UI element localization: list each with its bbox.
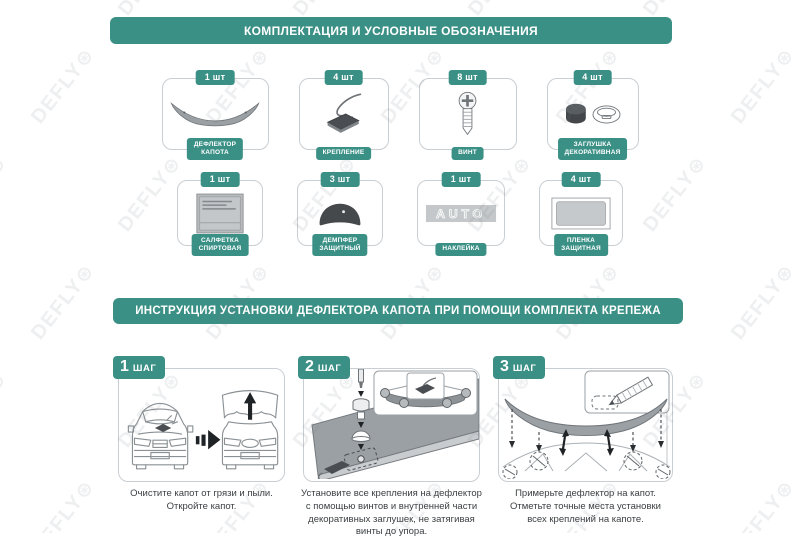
qty-badge: 3 шт bbox=[320, 172, 360, 187]
qty-badge: 4 шт bbox=[573, 70, 612, 85]
step-number: 2 bbox=[305, 358, 314, 375]
parts-row-1: 1 шт ДЕФЛЕКТОР КАПОТА 4 шт КРЕПЛЕНИЕ bbox=[0, 70, 800, 160]
step-word: ШАГ bbox=[132, 363, 157, 374]
step-2-badge: 2 ШАГ bbox=[298, 356, 351, 379]
step-3: 3 ШАГ bbox=[493, 356, 673, 525]
part-label: ДЕФЛЕКТОР КАПОТА bbox=[186, 138, 244, 160]
step-word: ШАГ bbox=[317, 363, 342, 374]
clamp-icon bbox=[321, 91, 367, 137]
auto-sticker-icon: AUTO bbox=[425, 204, 497, 223]
step-2-illustration bbox=[303, 368, 480, 482]
part-card-hood-deflector: 1 шт ДЕФЛЕКТОР КАПОТА bbox=[161, 70, 269, 160]
step-word: ШАГ bbox=[512, 363, 537, 374]
auto-sticker-text: AUTO bbox=[436, 207, 486, 221]
part-card-clamp: 4 шт КРЕПЛЕНИЕ bbox=[298, 70, 389, 160]
qty-badge: 1 шт bbox=[441, 172, 481, 187]
qty-badge: 1 шт bbox=[200, 172, 240, 187]
part-label: НАКЛЕЙКА bbox=[435, 242, 487, 256]
qty-badge: 4 шт bbox=[561, 172, 601, 187]
defly-watermark: DEFLY⊛ bbox=[26, 259, 100, 344]
part-card-screw: 8 шт ВИНТ bbox=[418, 70, 517, 160]
part-label: ЗАГЛУШКА ДЕКОРАТИВНАЯ bbox=[557, 138, 628, 160]
part-card-protective-film: 4 шт ПЛЕНКА ЗАЩИТНАЯ bbox=[539, 172, 623, 256]
damper-icon bbox=[316, 200, 364, 227]
part-card-damper: 3 шт ДЕМПФЕР ЗАЩИТНЫЙ bbox=[297, 172, 383, 256]
part-label: ВИНТ bbox=[451, 146, 484, 160]
part-label: ДЕМПФЕР ЗАЩИТНЫЙ bbox=[312, 234, 368, 256]
defly-watermark: DEFLY⊛ bbox=[0, 367, 12, 452]
step-1-caption: Очистите капот от грязи и пыли. Откройте… bbox=[130, 488, 273, 512]
install-title: ИНСТРУКЦИЯ УСТАНОВКИ ДЕФЛЕКТОРА КАПОТА П… bbox=[135, 305, 661, 317]
defly-watermark: DEFLY⊛ bbox=[26, 475, 100, 533]
defly-watermark: DEFLY⊛ bbox=[726, 259, 800, 344]
install-header-band: ИНСТРУКЦИЯ УСТАНОВКИ ДЕФЛЕКТОРА КАПОТА П… bbox=[113, 298, 683, 324]
step-2-caption: Установите все крепления на дефлектор с … bbox=[301, 488, 482, 538]
part-card-sticker: 1 шт AUTO НАКЛЕЙКА bbox=[417, 172, 505, 256]
decorative-cap-icon bbox=[563, 101, 623, 128]
alcohol-wipe-icon bbox=[195, 192, 245, 235]
step-1-illustration bbox=[118, 368, 285, 482]
kit-title: КОМПЛЕКТАЦИЯ И УСЛОВНЫЕ ОБОЗНАЧЕНИЯ bbox=[244, 23, 538, 38]
part-label: ПЛЕНКА ЗАЩИТНАЯ bbox=[554, 234, 608, 256]
kit-header-band: КОМПЛЕКТАЦИЯ И УСЛОВНЫЕ ОБОЗНАЧЕНИЯ bbox=[110, 17, 672, 44]
part-card-alcohol-wipe: 1 шт САЛФЕТКА СПИРТОВАЯ bbox=[177, 172, 263, 256]
defly-watermark: DEFLY⊛ bbox=[0, 0, 12, 20]
part-label: КРЕПЛЕНИЕ bbox=[315, 146, 372, 160]
step-3-illustration bbox=[498, 368, 673, 482]
parts-row-2: 1 шт САЛФЕТКА СПИРТОВАЯ 3 шт ДЕМПФЕР ЗАЩ… bbox=[0, 172, 800, 256]
step-2: 2 ШАГ bbox=[298, 356, 482, 537]
defly-watermark: DEFLY⊛ bbox=[726, 475, 800, 533]
part-card-decorative-cap: 4 шт ЗАГЛУШКА ДЕКОРАТИВНАЯ bbox=[546, 70, 639, 160]
step-number: 1 bbox=[120, 358, 129, 375]
step-3-badge: 3 ШАГ bbox=[493, 356, 546, 379]
step-1-badge: 1 ШАГ bbox=[113, 356, 166, 379]
qty-badge: 1 шт bbox=[195, 70, 235, 85]
protective-film-icon bbox=[551, 197, 611, 230]
hood-deflector-icon bbox=[169, 100, 261, 128]
step-number: 3 bbox=[500, 358, 509, 375]
step-3-caption: Примерьте дефлектор на капот. Отметьте т… bbox=[510, 488, 661, 525]
screw-icon bbox=[455, 91, 480, 137]
qty-badge: 4 шт bbox=[324, 70, 363, 85]
qty-badge: 8 шт bbox=[448, 70, 487, 85]
part-label: САЛФЕТКА СПИРТОВАЯ bbox=[191, 234, 249, 256]
step-1: 1 ШАГ bbox=[113, 356, 285, 512]
